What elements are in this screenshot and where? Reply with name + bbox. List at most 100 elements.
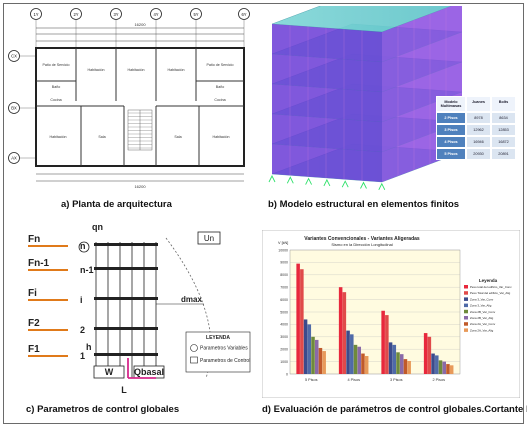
bar: [307, 324, 312, 374]
y-tick-label: 9000: [280, 261, 288, 265]
bar: [296, 263, 300, 374]
table-cell: 20930: [466, 148, 491, 161]
qn-label: qn: [92, 222, 103, 232]
wall-panel: [272, 114, 382, 152]
legend-entry: Zona 2B_Var_Alig: [470, 316, 494, 320]
bar: [300, 269, 304, 374]
support-icon: [268, 174, 276, 183]
bar: [392, 344, 397, 374]
support-icon: [305, 177, 313, 185]
table-cell: 16872: [491, 136, 516, 149]
support-icon: [378, 182, 386, 191]
room-label: Cocina: [50, 98, 61, 102]
axis-label: 3Y: [113, 12, 118, 17]
bar: [407, 360, 411, 374]
table-cell: 8634: [491, 112, 516, 125]
x-tick-label: 2 Pisos: [433, 378, 446, 382]
bar: [318, 347, 323, 374]
legend-box: [185, 331, 251, 373]
legend-swatch: [464, 328, 468, 332]
legend-swatch: [464, 303, 468, 308]
legend-entry: Peso total del edificio_Var_Conv: [470, 285, 512, 289]
y-tick-label: 7000: [280, 286, 288, 290]
table-header: Modelo Multimasas: [436, 96, 466, 113]
table-row-label: 4 Pisos: [436, 136, 466, 149]
caption-c: c) Parametros de control globales: [26, 404, 180, 415]
force-label: Fn: [28, 234, 40, 245]
bar: [364, 356, 369, 374]
control-parameters-diagram: FnnFn-1n-1FiiF22F11qnUndmaxLEYENDAParame…: [28, 222, 251, 395]
chart-subtitle: Sismo en la Dirección Longitudinal: [331, 242, 392, 247]
room-label: Patio de Servicio: [43, 63, 70, 67]
axis-label: CX: [11, 54, 17, 59]
bar: [303, 319, 308, 374]
caption-d: d) Evaluación de parámetros de control g…: [262, 404, 527, 415]
room-label: Baño: [52, 85, 60, 89]
y-axis-label: V [kN]: [278, 241, 288, 245]
legend-item: Parametros Variables: [200, 346, 248, 352]
support-icon: [323, 178, 331, 187]
table-cell: 20891: [491, 148, 516, 161]
wall-panel: [382, 6, 462, 62]
bar: [446, 364, 450, 374]
h-label: h: [86, 342, 92, 352]
support-icon: [286, 176, 294, 184]
floor-beam: [94, 297, 158, 300]
floor-beam: [94, 327, 158, 330]
legend-swatch: [464, 291, 468, 295]
y-tick-label: 3000: [280, 335, 288, 339]
x-tick-label: 5 Pisos: [305, 378, 318, 382]
floor-beam: [94, 267, 158, 270]
bar: [353, 344, 358, 374]
x-tick-label: 4 Pisos: [348, 378, 361, 382]
axis-label: BX: [11, 106, 17, 111]
bar: [423, 333, 428, 374]
bar: [388, 342, 393, 374]
table-cell: 16946: [466, 136, 491, 149]
legend-entry: Zona 3_Var_Alig: [470, 304, 492, 308]
bar: [338, 287, 343, 374]
axis-bubble: [150, 8, 162, 20]
force-label: Fi: [28, 288, 37, 299]
floor-label: i: [80, 295, 83, 305]
axis-bubble: [238, 8, 250, 20]
wall-panel: [382, 32, 462, 92]
chart-title: Variantes Convencionales - Variantes Ali…: [304, 236, 420, 242]
room-label: Habitación: [213, 135, 230, 139]
axis-bubble: [8, 152, 20, 164]
qbasal-label: Qbasal: [134, 367, 164, 377]
force-label: Fn-1: [28, 258, 50, 269]
table-cell: 12962: [466, 124, 491, 137]
bar: [346, 330, 350, 374]
structural-model: [268, 6, 463, 191]
bar: [357, 346, 362, 374]
legend-item: Parametros de Control: [200, 358, 250, 364]
axis-label: 5Y: [193, 12, 198, 17]
legend-entry: Peso Total del edificio_Var_Alig: [470, 291, 511, 295]
bar: [431, 353, 435, 374]
bar: [314, 339, 319, 374]
axis-label: AX: [11, 156, 17, 161]
axis-bubble: [70, 8, 82, 20]
wall-panel: [272, 84, 382, 122]
dmax-label: dmax: [181, 295, 202, 304]
overall-width-bottom: 16200: [134, 184, 146, 189]
bar: [385, 315, 389, 374]
y-tick-label: 2000: [280, 348, 288, 352]
force-label: F2: [28, 318, 40, 329]
room-label: Habitación: [168, 68, 185, 72]
support-icon: [360, 181, 367, 189]
bar: [399, 354, 404, 374]
legend-title: LEYENDA: [206, 335, 230, 341]
wall-panel: [272, 144, 382, 182]
room-label: Patio de Servicio: [207, 63, 234, 67]
floor-beam: [94, 243, 158, 246]
bar: [342, 292, 347, 374]
bar: [435, 355, 439, 374]
room-label: Cocina: [214, 98, 225, 102]
table-header: Bolts: [491, 96, 516, 113]
bar: [449, 365, 454, 374]
axis-label: 1Y: [33, 12, 38, 17]
